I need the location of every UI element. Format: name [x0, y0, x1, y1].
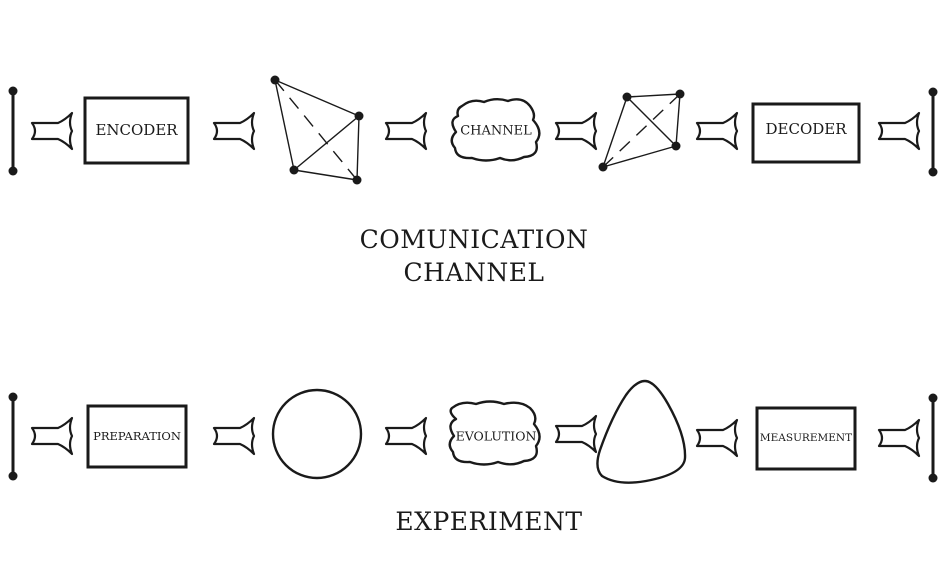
experiment-row: PREPARATION EVOLUTION MEASUREMENT EXPERI…: [8, 379, 938, 536]
experiment-caption: EXPERIMENT: [395, 507, 582, 536]
channel-blob: CHANNEL: [450, 98, 541, 162]
communication-caption-line1: COMUNICATION: [360, 225, 589, 254]
arrow-icon: [554, 414, 598, 454]
tetrahedron-icon: [270, 75, 364, 185]
arrow-icon: [384, 416, 428, 456]
evolution-label: EVOLUTION: [456, 429, 537, 444]
tetrahedron-icon: [598, 89, 685, 172]
sink-terminal: [928, 393, 938, 483]
channel-label: CHANNEL: [460, 124, 532, 139]
measurement-box: MEASUREMENT: [755, 406, 857, 471]
source-terminal: [8, 392, 18, 481]
evolution-blob: EVOLUTION: [448, 400, 541, 466]
communication-caption-line2: CHANNEL: [403, 258, 544, 287]
evolved-state-shape: [596, 379, 687, 484]
arrow-icon: [877, 418, 921, 458]
encoder-box: ENCODER: [83, 96, 190, 165]
sink-terminal: [928, 87, 938, 177]
arrow-icon: [695, 111, 739, 151]
arrow-icon: [695, 418, 739, 458]
arrow-icon: [384, 111, 428, 151]
arrow-icon: [212, 111, 256, 151]
arrow-icon: [554, 111, 598, 151]
arrow-icon: [877, 111, 921, 151]
arrow-icon: [30, 416, 74, 456]
measurement-label: MEASUREMENT: [760, 432, 852, 444]
source-terminal: [8, 86, 18, 176]
communication-row: ENCODER CHANNEL: [8, 75, 938, 287]
preparation-box: PREPARATION: [86, 404, 188, 469]
arrow-icon: [212, 416, 256, 456]
decoder-label: DECODER: [765, 120, 847, 138]
arrow-icon: [30, 111, 74, 151]
encoder-label: ENCODER: [95, 121, 178, 139]
preparation-label: PREPARATION: [93, 429, 181, 443]
decoder-box: DECODER: [751, 102, 861, 164]
state-circle: [271, 388, 363, 480]
